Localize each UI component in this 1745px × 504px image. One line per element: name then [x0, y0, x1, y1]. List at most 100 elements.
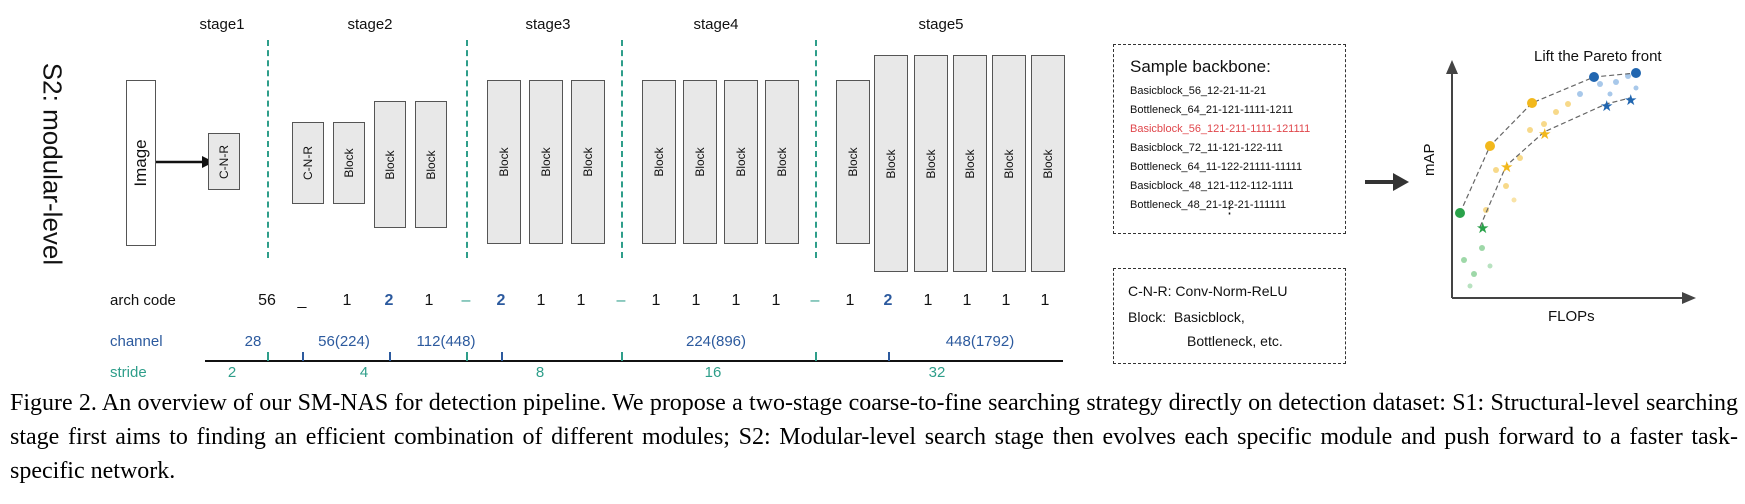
- channel-value: 224(896): [685, 333, 747, 350]
- stride-value: 4: [359, 364, 369, 381]
- stride-axis-line: [205, 360, 1063, 362]
- scatter-points: [1461, 73, 1639, 289]
- block-label: Block: [884, 148, 898, 179]
- pareto-ylabel: mAP: [1421, 143, 1438, 176]
- block-box: Block: [683, 80, 717, 244]
- stage-divider-3: [621, 40, 623, 258]
- pareto-title: Lift the Pareto front: [1534, 48, 1662, 65]
- arch-code-digit: 56: [258, 292, 276, 309]
- backbone-item-highlighted: Basicblock_56_121-211-1111-121111: [1130, 123, 1311, 135]
- stage-label-4: stage4: [693, 16, 739, 33]
- block-box: Block: [487, 80, 521, 244]
- block-box: Block: [914, 55, 948, 272]
- x-axis-arrow-icon: [1682, 292, 1696, 304]
- block-label: Block: [846, 147, 860, 177]
- gold-star-icon: ★: [1500, 158, 1513, 176]
- y-axis-arrow-icon: [1446, 60, 1458, 74]
- block-box: Block: [1031, 55, 1065, 272]
- block-label: Block: [734, 147, 748, 177]
- legend-cnr: C-N-R: Conv-Norm-ReLU: [1128, 283, 1288, 299]
- side-title: S2: modular-level: [22, 54, 82, 274]
- arch-code-digit: 1: [691, 292, 701, 309]
- stride-value: 32: [928, 364, 946, 381]
- block-box: Block: [724, 80, 758, 244]
- stride-label: stride: [110, 364, 147, 381]
- image-label: Image: [131, 139, 150, 187]
- pareto-front-new: [1479, 97, 1631, 228]
- arch-code-digit: 1: [845, 292, 855, 309]
- arch-code-digit: 1: [576, 292, 586, 309]
- channel-tick: [888, 352, 890, 361]
- sample-backbone-panel: Sample backbone: Basicblock_56_12-21-11-…: [1113, 44, 1346, 234]
- channel-tick: [501, 352, 503, 361]
- channel-value: 56(224): [318, 333, 370, 350]
- arch-code-digit: –: [461, 292, 471, 309]
- arch-code-digit: 1: [536, 292, 546, 309]
- block-label: Block: [383, 149, 397, 180]
- backbone-item: Basicblock_72_11-121-122-111: [1130, 142, 1283, 154]
- block-box: Block: [529, 80, 563, 244]
- stage-label-2: stage2: [347, 16, 393, 33]
- block-label: Block: [342, 148, 356, 178]
- channel-value: 28: [244, 333, 262, 350]
- arch-code-digit: 1: [1001, 292, 1011, 309]
- stride-tick: [815, 352, 817, 361]
- block-label: Block: [924, 148, 938, 179]
- gold-point: [1485, 141, 1495, 151]
- arch-code-digit: 1: [651, 292, 661, 309]
- stage-divider-2: [466, 40, 468, 258]
- gold-star-icon: ★: [1538, 125, 1551, 143]
- arch-code-digit: _: [297, 292, 307, 309]
- backbone-item: Bottleneck_64_11-122-21111-11111: [1130, 161, 1303, 173]
- pareto-front-old: [1459, 72, 1637, 214]
- backbone-item: Bottleneck_64_21-121-1111-1211: [1130, 104, 1294, 116]
- arch-code-digit: 1: [731, 292, 741, 309]
- block-label: Block: [963, 148, 977, 179]
- block-box: Block: [642, 80, 676, 244]
- cnr-label: C-N-R: [217, 144, 231, 179]
- arch-code-digit: 2: [496, 292, 506, 309]
- side-title-text: S2: modular-level: [37, 62, 68, 266]
- channel-tick: [389, 352, 391, 361]
- block-label: Block: [539, 147, 553, 177]
- arch-code-digit: –: [616, 292, 626, 309]
- block-box: Block: [836, 80, 870, 244]
- arch-code-label: arch code: [110, 292, 176, 309]
- stride-value: 16: [704, 364, 722, 381]
- channel-value: 448(1792): [945, 333, 1015, 350]
- block-label: Block: [424, 149, 438, 180]
- ellipsis: ⋮: [1222, 200, 1237, 217]
- backbone-item: Bottleneck_48_21-12-21-111111: [1130, 199, 1287, 211]
- arch-code-digit: 1: [962, 292, 972, 309]
- cnr-box-stage2: C-N-R: [292, 122, 324, 204]
- figure-caption: Figure 2. An overview of our SM-NAS for …: [10, 390, 1738, 484]
- arch-code-digit: 2: [883, 292, 893, 309]
- block-label: Block: [581, 147, 595, 177]
- block-label: Block: [693, 147, 707, 177]
- stride-value: 2: [227, 364, 237, 381]
- block-box: Block: [953, 55, 987, 272]
- block-label: Block: [775, 147, 789, 177]
- arrow-icon: [156, 156, 214, 168]
- block-box: Block: [333, 122, 365, 204]
- cnr-box-stage1: C-N-R: [208, 133, 240, 190]
- block-box: Block: [571, 80, 605, 244]
- image-box: Image: [126, 80, 156, 246]
- arch-code-digit: –: [810, 292, 820, 309]
- block-box: Block: [374, 101, 406, 228]
- block-label: Block: [497, 147, 511, 177]
- stride-tick: [621, 352, 623, 361]
- backbone-item: Basicblock_56_12-21-11-21: [1130, 85, 1267, 97]
- arch-code-digit: 1: [342, 292, 352, 309]
- stage-label-3: stage3: [525, 16, 571, 33]
- blue-point: [1631, 68, 1641, 78]
- right-arrow-icon: [1365, 173, 1409, 191]
- green-star-icon: ★: [1476, 219, 1489, 237]
- pareto-plot: ★ ★ ★ ★ ★: [1446, 60, 1696, 304]
- stage-divider-4: [815, 40, 817, 258]
- blue-star-icon: ★: [1624, 91, 1637, 109]
- block-label: Block: [1002, 148, 1016, 179]
- stride-tick: [466, 352, 468, 361]
- arch-code-digit: 1: [424, 292, 434, 309]
- arch-code-digit: 1: [923, 292, 933, 309]
